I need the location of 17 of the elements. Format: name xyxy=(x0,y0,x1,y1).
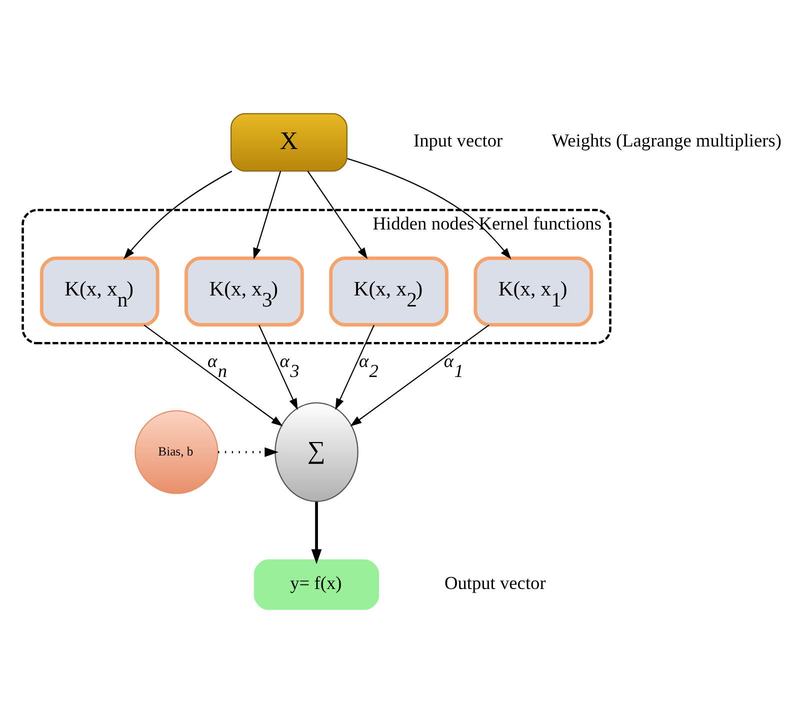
label: Weights (Lagrange multipliers) xyxy=(551,130,782,150)
arrow xyxy=(143,324,282,426)
node-label: Output vector xyxy=(444,572,546,593)
node-label: Input vector xyxy=(412,130,502,150)
arrow xyxy=(123,170,232,259)
arrow xyxy=(252,170,281,259)
node-box: X xyxy=(230,112,347,172)
node-ellipse: ∑ xyxy=(274,402,358,502)
arrow xyxy=(218,446,278,456)
arrow xyxy=(258,324,298,410)
arrow xyxy=(346,158,511,259)
arrow xyxy=(334,324,374,410)
arrow xyxy=(306,170,368,259)
node-box: y= f(x) xyxy=(253,558,379,610)
node-circle: Bias, b xyxy=(134,410,218,494)
arrow xyxy=(350,324,489,426)
arrow xyxy=(310,501,322,564)
